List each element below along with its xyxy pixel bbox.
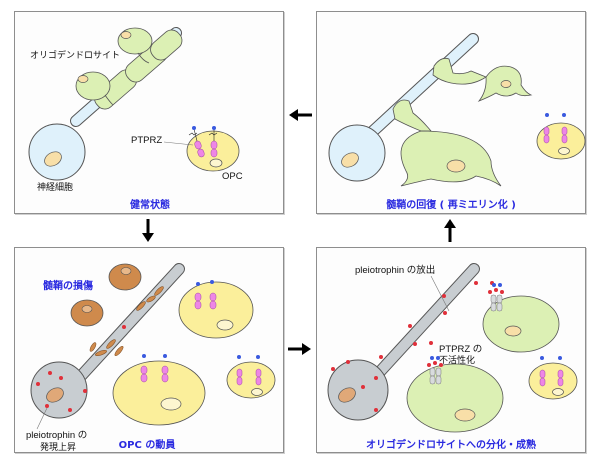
new-myelin xyxy=(392,57,487,132)
neuron xyxy=(327,359,389,421)
recruitment-diagram: 髄鞘の損傷 pleiotrophin の 発現上昇 OPC の動員 xyxy=(26,263,276,453)
remyelination-diagram: 髄鞘の回復 ( 再ミエリン化 ) xyxy=(328,33,586,211)
opc-cell xyxy=(186,126,240,172)
neuron xyxy=(28,123,86,181)
neuron xyxy=(328,124,386,182)
axon xyxy=(370,263,480,382)
ptprz-receptor xyxy=(543,126,568,144)
ptprz-inactive-label-1: PTPRZ の xyxy=(439,344,482,355)
panel-opc-recruitment: 髄鞘の損傷 pleiotrophin の 発現上昇 OPC の動員 xyxy=(14,247,284,453)
oligodendrocyte xyxy=(75,27,153,106)
oligodendrocyte xyxy=(400,65,533,187)
panel-healthy-state: オリゴデンドロサイト PTPRZ OPC 神経細胞 健常状態 xyxy=(14,11,284,214)
panel-caption-healthy: 健常状態 xyxy=(130,198,170,211)
oligodendrocyte xyxy=(482,283,560,353)
panel-differentiation: pleiotrophin の放出 PTPRZ の 不活性化 オリゴデンドロサイト… xyxy=(316,247,586,453)
panel-remyelination: 髄鞘の回復 ( 再ミエリン化 ) xyxy=(316,11,586,214)
pleiotrophin-label-2: 発現上昇 xyxy=(40,441,76,453)
healthy-diagram: オリゴデンドロサイト PTPRZ OPC 神経細胞 健常状態 xyxy=(28,27,243,211)
opc-cell xyxy=(226,355,276,399)
damaged-oligodendrocyte xyxy=(70,263,142,327)
pleiotrophin-dots xyxy=(331,281,494,412)
pleiotrophin-label-1: pleiotrophin の xyxy=(26,430,87,441)
arrow-down xyxy=(142,219,154,242)
pleiotrophin-pointer xyxy=(36,407,48,430)
ptprz-label: PTPRZ xyxy=(131,135,162,146)
opc-cell xyxy=(528,356,578,400)
differentiation-diagram: pleiotrophin の放出 PTPRZ の 不活性化 オリゴデンドロサイト… xyxy=(327,263,578,451)
ptprz-pointer xyxy=(163,141,194,146)
pleiotrophin-dots xyxy=(36,325,126,412)
glycan-head xyxy=(212,126,216,130)
ptprz-inactive-label-2: 不活性化 xyxy=(439,354,475,366)
panel-caption-recruitment: OPC の動員 xyxy=(119,438,176,451)
neuron-damaged xyxy=(30,325,126,419)
panel-caption-remyelination: 髄鞘の回復 ( 再ミエリン化 ) xyxy=(386,198,516,211)
myelin-sheath xyxy=(94,29,183,110)
arrow-right xyxy=(288,343,311,355)
glycan-head xyxy=(192,126,196,130)
opc-cell xyxy=(536,113,586,160)
opc-cell xyxy=(112,354,206,426)
panel-caption-differentiation: オリゴデンドロサイトへの分化・成熟 xyxy=(366,438,536,451)
glycan-chain xyxy=(188,128,218,142)
neuron-label: 神経細胞 xyxy=(37,181,73,193)
oligodendrocyte-label: オリゴデンドロサイト xyxy=(30,49,120,61)
damage-label: 髄鞘の損傷 xyxy=(43,279,93,292)
ptprz-receptor xyxy=(194,140,218,158)
neuron-axon xyxy=(365,33,479,139)
opc-cell xyxy=(178,280,254,339)
myelin-debris xyxy=(89,286,164,357)
release-pointer xyxy=(430,275,450,312)
arrow-up xyxy=(444,219,456,242)
arrow-left xyxy=(289,109,312,121)
release-label: pleiotrophin の放出 xyxy=(355,264,435,276)
opc-label: OPC xyxy=(222,171,243,182)
oligodendrocyte xyxy=(406,356,504,433)
